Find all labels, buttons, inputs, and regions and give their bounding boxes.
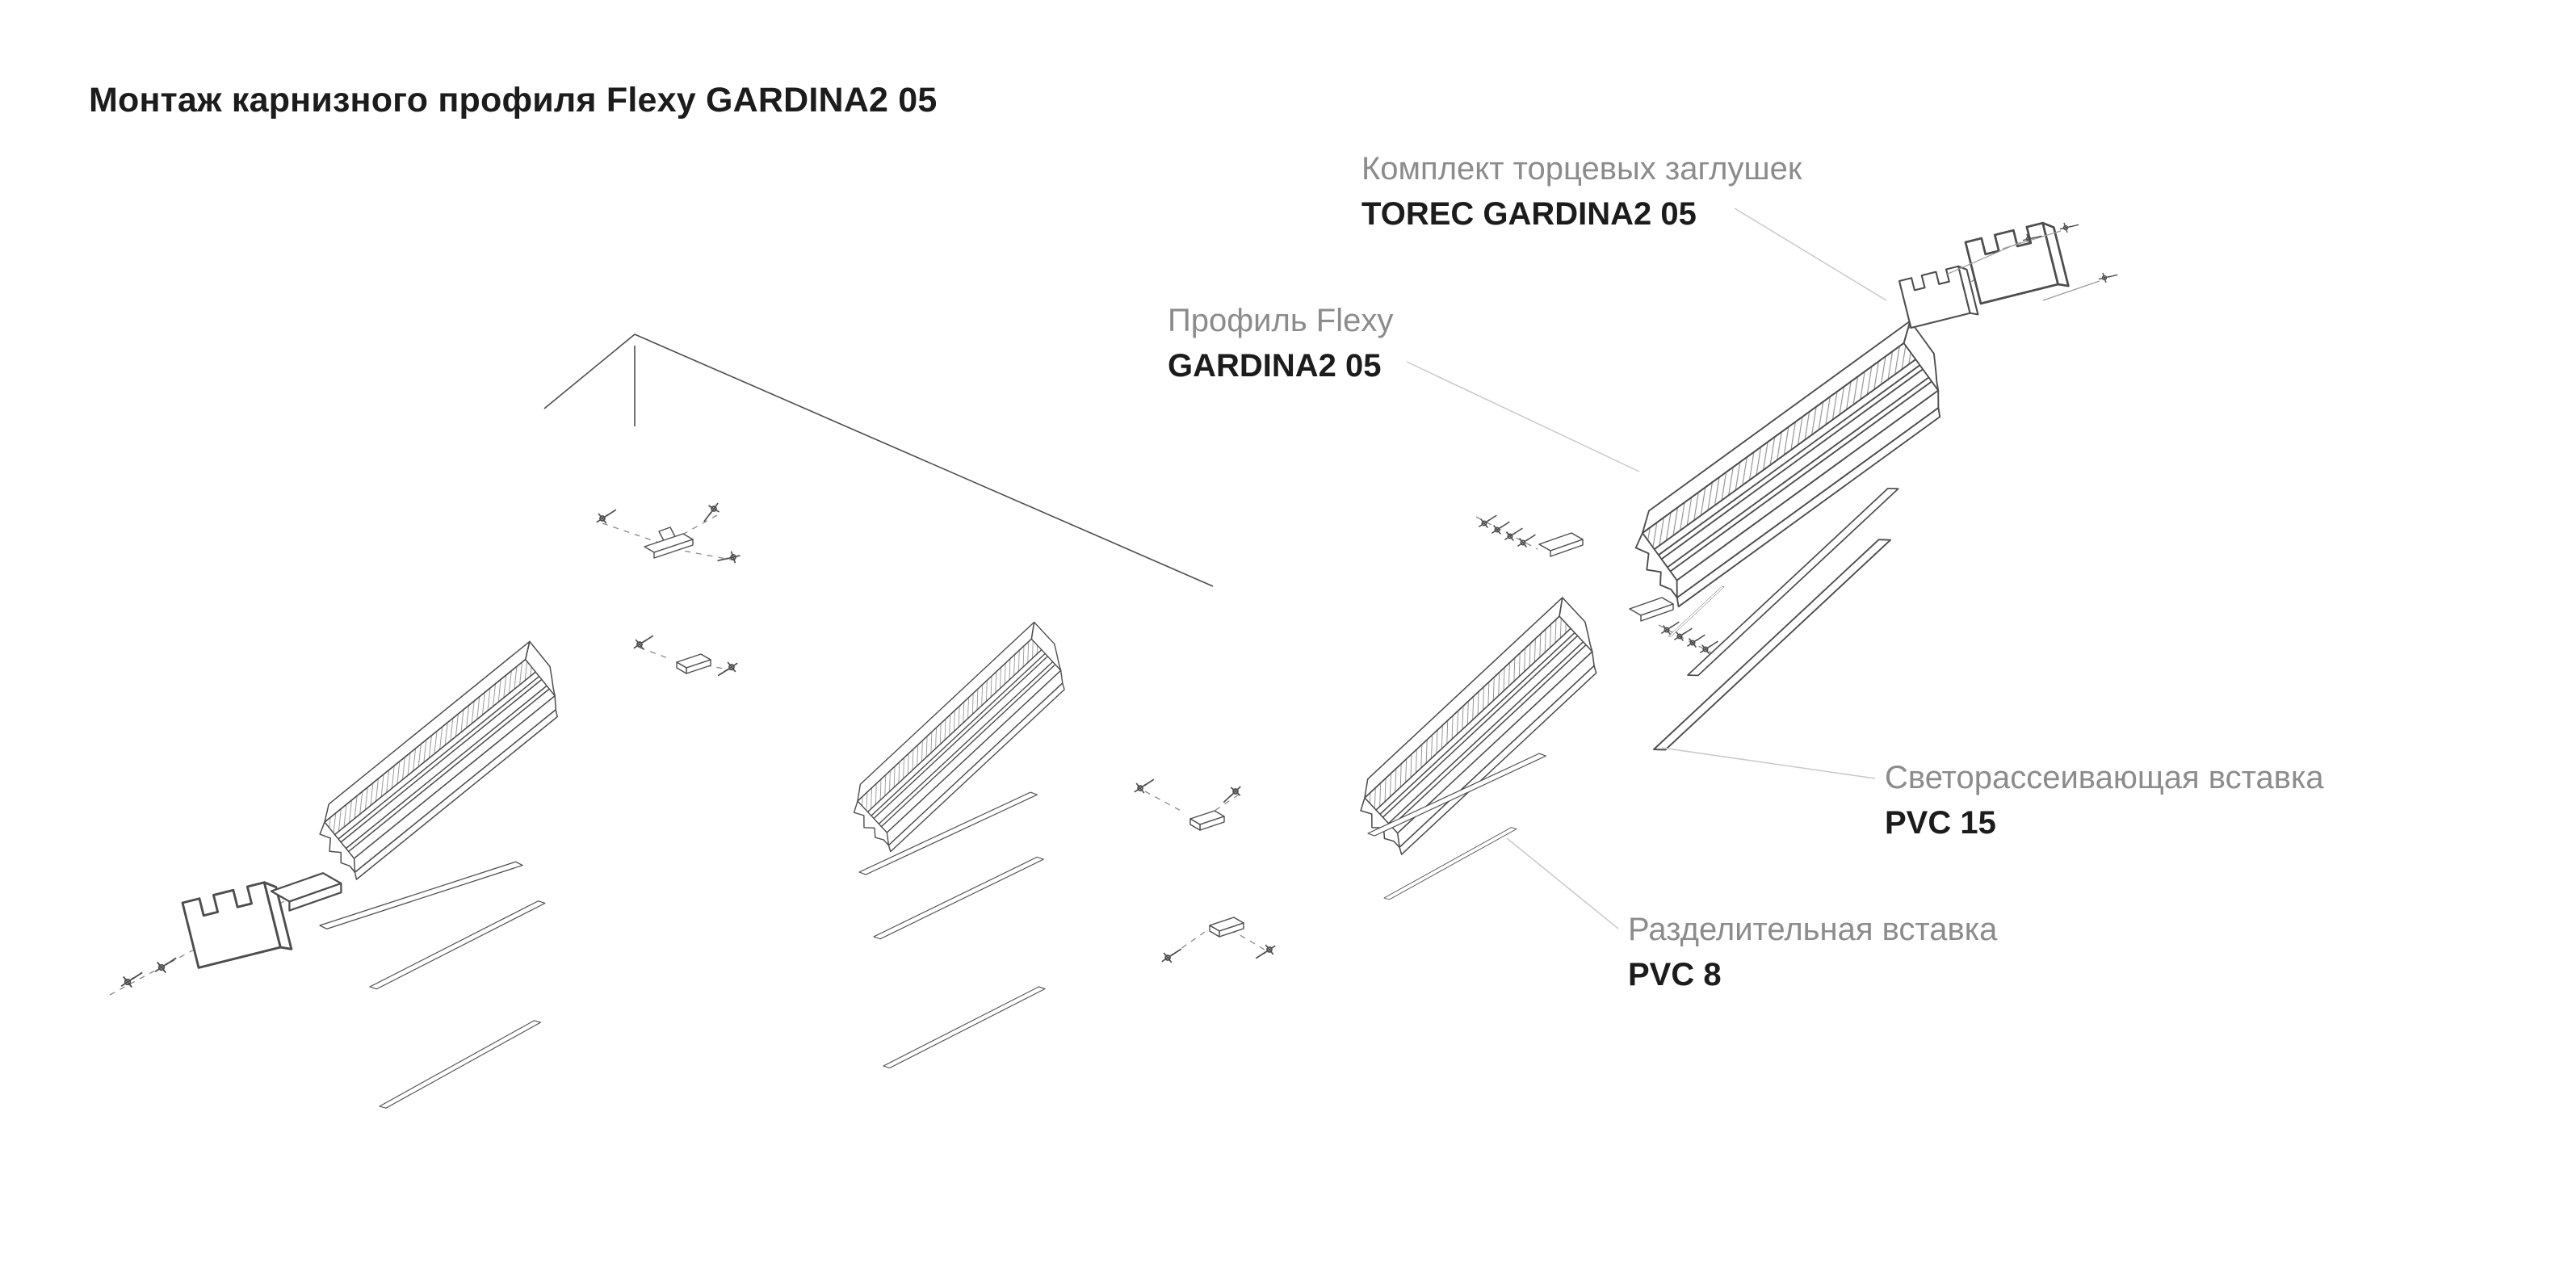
- alignment-line: [2002, 230, 2062, 250]
- alignment-dashed-line: [682, 550, 736, 561]
- center-connectors: [595, 501, 741, 677]
- corner-connector-drawing: [1189, 810, 1225, 831]
- leader-line-end-caps: [1734, 208, 1887, 301]
- screw-icon: [632, 635, 654, 650]
- cross-connector-drawing: [644, 527, 694, 559]
- corner-connector-drawing: [1209, 917, 1244, 938]
- bracket-drawing: [270, 872, 342, 912]
- screw-icon: [2097, 268, 2118, 287]
- alignment-dashed-line: [1228, 928, 1265, 950]
- insert-strip-drawing: [873, 854, 1044, 942]
- right-connectors: [1133, 778, 1277, 963]
- ceiling-edge-line: [543, 334, 1214, 587]
- profile-drawing: [305, 640, 578, 883]
- profile-label-code: GARDINA2 05: [1168, 348, 1382, 384]
- profile-drawing: [1618, 320, 1967, 610]
- left-assembly: [109, 640, 578, 1111]
- mounting-clip-drawing: [1538, 532, 1584, 557]
- corner-connector-drawing: [676, 653, 711, 674]
- screw-icon: [1255, 944, 1277, 959]
- screw-icon: [2058, 218, 2079, 237]
- ceiling-corner-lines: [543, 334, 1214, 587]
- profile-drawing: [840, 621, 1083, 854]
- mounting-clip-drawing: [1629, 597, 1674, 622]
- label-profile: Профиль Flexy GARDINA2 05: [1168, 300, 1393, 386]
- label-divider-insert: Разделительная вставка PVC 8: [1628, 909, 1997, 995]
- page-title: Монтаж карнизного профиля Flexy GARDINA2…: [89, 81, 938, 120]
- far-right-assembly: [1618, 218, 2118, 757]
- alignment-dashed-line: [639, 647, 671, 660]
- diffuser-label-code: PVC 15: [1885, 805, 1996, 841]
- insert-strip-drawing: [319, 859, 523, 932]
- profile-label-name: Профиль Flexy: [1168, 303, 1394, 338]
- label-leader-lines: [1406, 208, 1887, 929]
- screw-icon: [1160, 948, 1182, 963]
- label-diffuser-insert: Светорассеивающая вставка PVC 15: [1885, 757, 2324, 843]
- end-caps-label-name: Комплект торцевых заглушек: [1361, 151, 1802, 187]
- screw-icon: [120, 971, 144, 988]
- insert-strip-drawing: [379, 1017, 542, 1111]
- screw-icon: [1220, 785, 1244, 803]
- alignment-line: [1945, 241, 2021, 275]
- screw-icon: [595, 509, 617, 524]
- screw-icon: [1133, 778, 1155, 794]
- alignment-dashed-line: [1889, 267, 1991, 343]
- leader-line-divider: [1506, 837, 1619, 929]
- profile-drawing: [1345, 597, 1617, 858]
- label-end-caps: Комплект торцевых заглушек TOREC GARDINA…: [1361, 149, 1802, 234]
- center-assembly: [840, 621, 1083, 1071]
- divider-label-code: PVC 8: [1628, 957, 1722, 992]
- end-cap-drawing: [1898, 263, 1979, 332]
- insert-strip-drawing: [369, 898, 546, 992]
- divider-label-name: Разделительная вставка: [1628, 912, 1998, 947]
- end-caps-label-code: TOREC GARDINA2 05: [1361, 196, 1697, 232]
- leader-line-profile: [1406, 361, 1640, 472]
- alignment-dashed-line: [1144, 791, 1185, 813]
- right-assembly: [1345, 514, 1617, 902]
- screw-icon: [154, 957, 178, 974]
- alignment-line: [2042, 280, 2100, 301]
- leader-line-diffuser: [1661, 747, 1876, 779]
- diffuser-label-name: Светорассеивающая вставка: [1885, 760, 2324, 795]
- screw-icon: [1517, 534, 1537, 548]
- screw-icon: [717, 661, 739, 677]
- alignment-dashed-line: [602, 522, 660, 543]
- screw-icon: [699, 501, 724, 522]
- insert-strip-drawing: [883, 984, 1046, 1071]
